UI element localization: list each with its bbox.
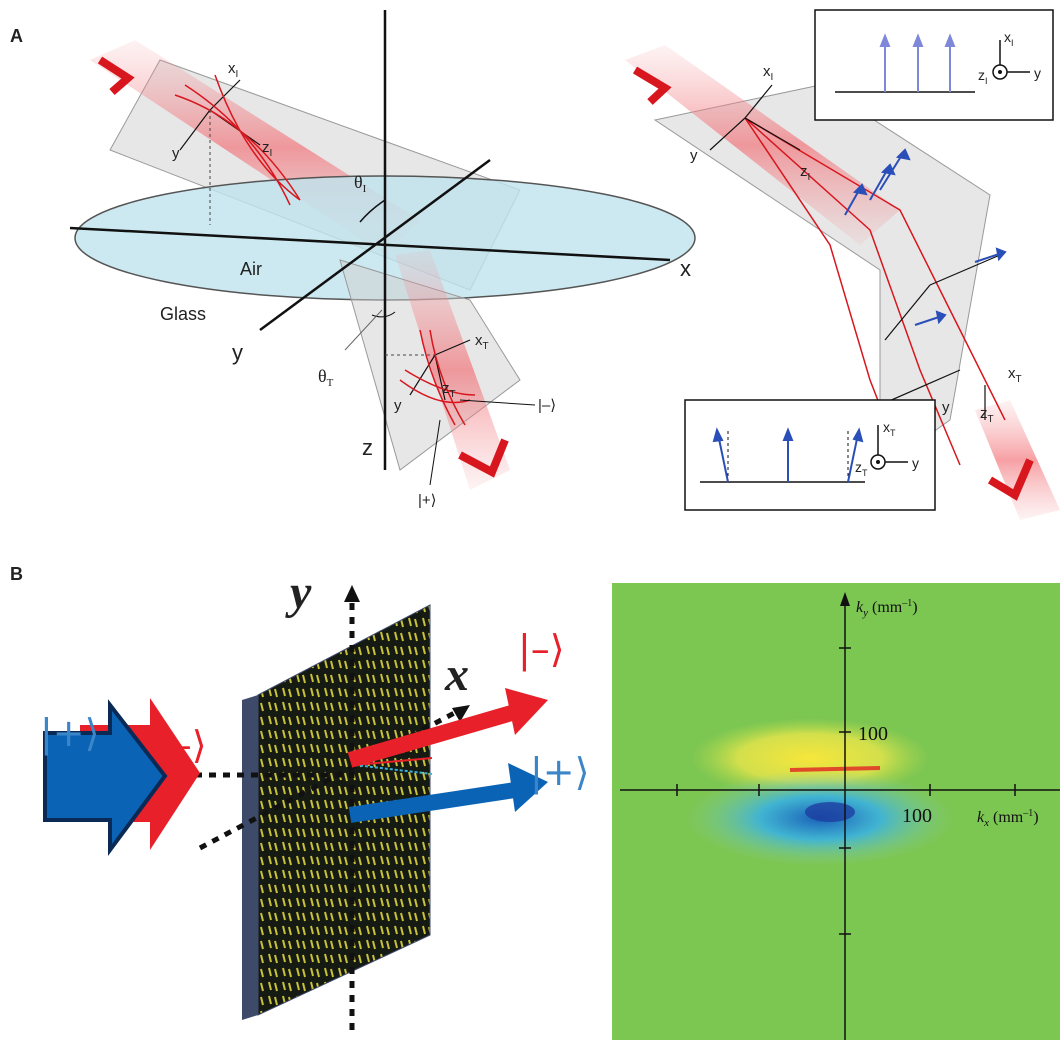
right-incident-z-axis xyxy=(744,117,801,151)
polarization-arrows xyxy=(844,148,1007,326)
right-transmitted-line-1 xyxy=(879,369,961,406)
incident-x-label: xI xyxy=(228,60,238,80)
axis-x-arrowhead xyxy=(452,705,470,722)
axis-z-label: z xyxy=(362,435,373,460)
positive-peak-line xyxy=(789,766,881,772)
kx-axis-label: kx(mm–1) xyxy=(977,808,1039,829)
k-space-plot: ky(mm–1) 100 100 kx(mm–1) xyxy=(612,583,1060,1040)
panel-a-left-labels: Air Glass x y z xI y zI θI θT xT y zT |–… xyxy=(160,60,691,509)
metasurface-edge xyxy=(242,695,258,1020)
panel-a-label: A xyxy=(10,26,23,46)
axis-x-line xyxy=(69,226,671,262)
glass-label: Glass xyxy=(160,304,206,324)
right-incident-x-label: xI xyxy=(763,63,773,83)
transmitted-z-label: zT xyxy=(442,380,456,400)
axis-y-big-label: y xyxy=(285,566,312,619)
axis-y-line xyxy=(259,158,491,332)
axis-y-label: y xyxy=(232,340,243,365)
axis-y-arrowhead xyxy=(344,585,360,602)
inset-incident-z-dot xyxy=(998,70,1002,74)
transmitted-beam xyxy=(395,250,510,490)
plot-ticks xyxy=(676,647,1016,935)
output-arrow-red-head xyxy=(505,688,548,735)
transmitted-x-axis xyxy=(434,339,471,356)
panel-b-left-labels: y x |+⟩ |–⟩ |–⟩ |+⟩ xyxy=(40,566,589,795)
right-incident-y-axis xyxy=(709,117,746,151)
right-incident-y-label: y xyxy=(690,147,698,164)
ky-axis-label: ky(mm–1) xyxy=(856,598,918,619)
transmitted-x-label: xT xyxy=(475,332,489,352)
negative-peak xyxy=(805,802,855,822)
inset-transmitted-z-dot xyxy=(876,460,880,464)
axis-x-big-label: x xyxy=(444,648,469,701)
air-label: Air xyxy=(240,259,262,279)
right-transmitted-arrowhead xyxy=(987,458,1034,501)
incident-beam-arrowhead xyxy=(97,56,135,96)
panel-b-left-diagram xyxy=(43,585,548,1030)
transmitted-rays xyxy=(399,329,476,426)
incident-y-label: y xyxy=(172,145,180,162)
panel-a-left-diagram xyxy=(69,10,696,490)
inset-transmitted-z-label: zT xyxy=(855,459,868,478)
right-transmitted-line-3 xyxy=(929,254,1001,286)
ket-plus-label: |+⟩ xyxy=(418,492,437,509)
incident-x-axis xyxy=(209,79,241,111)
transmitted-y-label: y xyxy=(394,397,402,414)
ket-minus-input-label: |–⟩ xyxy=(160,723,207,768)
right-incident-arrowhead xyxy=(632,66,672,105)
transmitted-y-axis xyxy=(409,354,436,396)
theta-t-leader xyxy=(344,309,383,351)
right-incident-z-label: zI xyxy=(800,163,810,183)
metasurface-slab xyxy=(257,604,431,1016)
ky-arrowhead xyxy=(840,592,850,606)
ket-minus-label: |–⟩ xyxy=(538,397,556,414)
surface-red-trace xyxy=(354,757,433,766)
transmitted-beam-arrowhead xyxy=(458,438,509,478)
right-incident-x-axis xyxy=(744,84,773,119)
inset-incident-z-label: zI xyxy=(978,67,988,86)
theta-i-arc xyxy=(359,199,386,223)
ket-plus-leader xyxy=(429,419,441,486)
right-transmitted-x-label: xT xyxy=(1008,365,1022,385)
theta-i-label: θI xyxy=(354,172,367,195)
inset-incident-x-label: xI xyxy=(1004,29,1014,48)
ket-minus-output-label: |–⟩ xyxy=(518,627,565,672)
axis-x-label: x xyxy=(680,256,691,281)
incident-z-label: zI xyxy=(262,139,272,159)
incident-rays xyxy=(174,74,301,206)
inset-transmitted-x-label: xT xyxy=(883,419,896,438)
right-transmitted-z-label: zT xyxy=(980,405,994,425)
inset-transmitted-arrows xyxy=(712,427,864,483)
panel-a-right-diagram xyxy=(625,9,1060,520)
panel-b-label: B xyxy=(10,564,23,584)
kx-tick-label: 100 xyxy=(902,805,932,827)
right-transmitted-y-label: y xyxy=(942,399,950,416)
input-arrow-blue xyxy=(43,699,168,857)
right-transmitted-line-2 xyxy=(884,284,931,341)
ket-plus-output-label: |+⟩ xyxy=(530,750,589,795)
inset-incident-arrows xyxy=(879,33,956,92)
ket-plus-input-label: |+⟩ xyxy=(40,711,99,756)
output-arrow-blue-shaft xyxy=(348,782,517,823)
inset-transmitted-box xyxy=(684,399,936,511)
inset-transmitted-y-label: y xyxy=(912,455,919,471)
output-arrow-red-shaft xyxy=(347,704,518,768)
surface-cyan-trace xyxy=(354,764,433,775)
ket-minus-leader xyxy=(459,399,536,406)
inset-incident-y-label: y xyxy=(1034,65,1041,81)
output-arrow-blue-head xyxy=(508,763,548,812)
theta-t-label: θT xyxy=(318,366,334,389)
right-transmitted-beam xyxy=(975,400,1060,520)
panel-a-right-labels: xI y zI xT y zT xI zI y xT zT y xyxy=(690,29,1041,478)
inset-incident-box xyxy=(814,9,1054,121)
theta-t-arc xyxy=(371,311,396,318)
incident-y-axis xyxy=(179,109,211,151)
ky-tick-label: 100 xyxy=(858,723,888,745)
